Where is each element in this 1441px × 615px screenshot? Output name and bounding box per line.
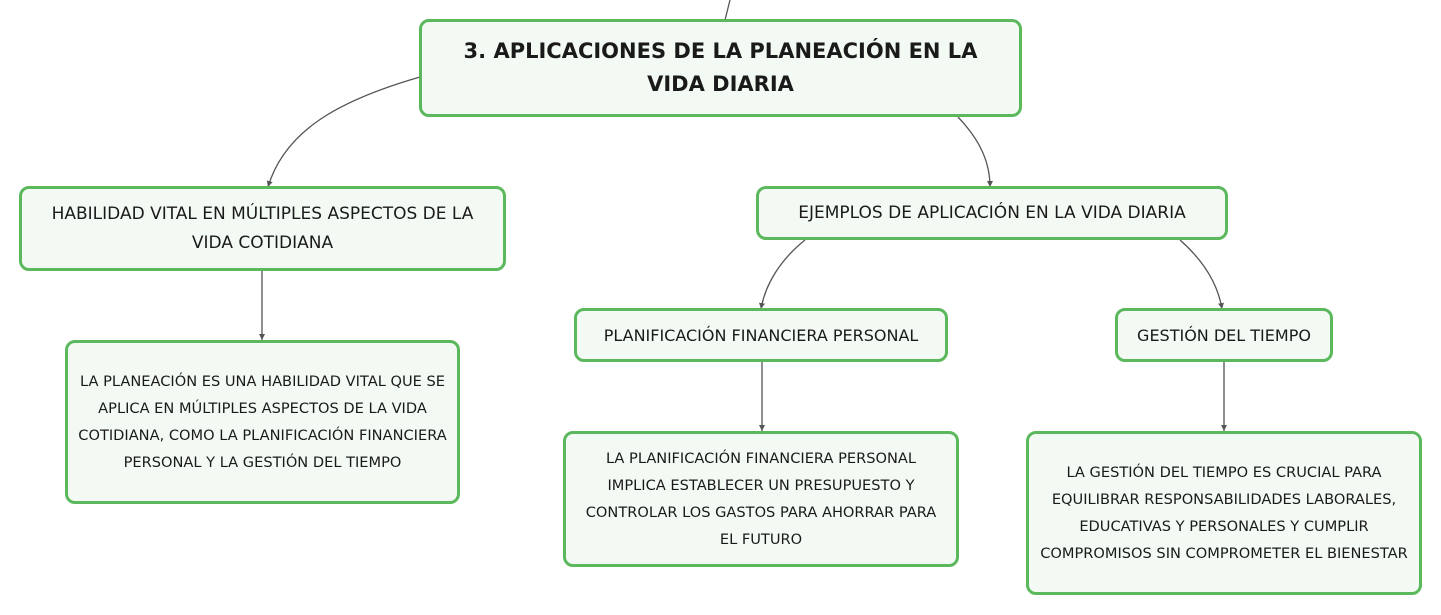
- finance-detail-node[interactable]: LA PLANIFICACIÓN FINANCIERA PERSONAL IMP…: [563, 431, 959, 567]
- finance-label: PLANIFICACIÓN FINANCIERA PERSONAL: [603, 325, 919, 345]
- branch-right-node[interactable]: EJEMPLOS DE APLICACIÓN EN LA VIDA DIARIA: [756, 186, 1228, 240]
- root-node[interactable]: 3. APLICACIONES DE LA PLANEACIÓN EN LA V…: [419, 19, 1022, 117]
- connector-right-to-time: [1179, 239, 1224, 310]
- time-node[interactable]: GESTIÓN DEL TIEMPO: [1115, 308, 1333, 362]
- finance-detail-label: LA PLANIFICACIÓN FINANCIERA PERSONAL IMP…: [585, 450, 937, 548]
- root-node-label: 3. APLICACIONES DE LA PLANEACIÓN EN LA V…: [463, 39, 978, 96]
- time-label: GESTIÓN DEL TIEMPO: [1137, 325, 1311, 345]
- connector-root-to-right: [957, 116, 993, 188]
- connector-incoming: [724, 0, 731, 21]
- time-detail-node[interactable]: LA GESTIÓN DEL TIEMPO ES CRUCIAL PARA EQ…: [1026, 431, 1422, 595]
- branch-left-node[interactable]: HABILIDAD VITAL EN MÚLTIPLES ASPECTOS DE…: [19, 186, 506, 271]
- connector-root-to-left: [266, 76, 421, 188]
- left-detail-label: LA PLANEACIÓN ES UNA HABILIDAD VITAL QUE…: [78, 373, 447, 471]
- left-detail-node[interactable]: LA PLANEACIÓN ES UNA HABILIDAD VITAL QUE…: [65, 340, 460, 504]
- branch-left-label: HABILIDAD VITAL EN MÚLTIPLES ASPECTOS DE…: [51, 203, 474, 253]
- finance-node[interactable]: PLANIFICACIÓN FINANCIERA PERSONAL: [574, 308, 948, 362]
- time-detail-label: LA GESTIÓN DEL TIEMPO ES CRUCIAL PARA EQ…: [1040, 464, 1408, 562]
- branch-right-label: EJEMPLOS DE APLICACIÓN EN LA VIDA DIARIA: [798, 202, 1186, 223]
- connector-right-to-finance: [759, 239, 806, 310]
